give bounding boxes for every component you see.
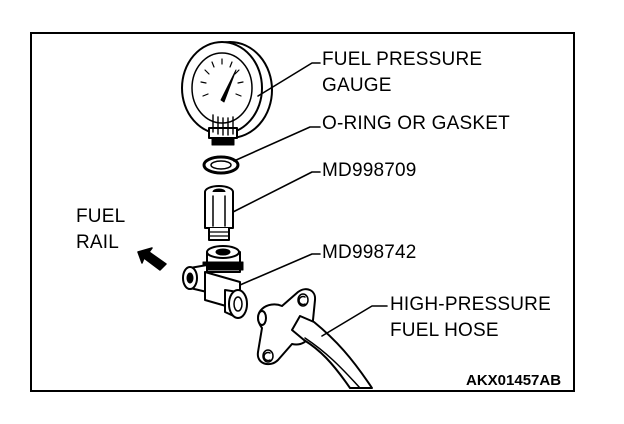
adapter-md998709-illustration — [204, 185, 234, 241]
label-o-ring-or-gasket: O-RING OR GASKET — [322, 113, 510, 134]
label-high-pressure-fuel-hose: HIGH-PRESSURE FUEL HOSE — [390, 292, 551, 344]
arrow-left-up-icon — [137, 247, 167, 271]
label-high-pressure-line1: HIGH-PRESSURE — [390, 294, 551, 315]
label-fuel-hose-line2: FUEL HOSE — [390, 320, 499, 341]
o-ring-illustration — [202, 155, 240, 175]
label-fuel-pressure-gauge-line1: FUEL PRESSURE — [322, 49, 483, 70]
label-md998742: MD998742 — [322, 242, 417, 263]
label-md998709: MD998709 — [322, 160, 417, 181]
leader-line-gauge — [257, 62, 321, 97]
figure-code: AKX01457AB — [466, 372, 562, 389]
leader-line-hose — [321, 305, 388, 337]
label-fuel-rail: FUEL RAIL — [76, 204, 125, 256]
high-pressure-fuel-hose-illustration — [291, 315, 373, 389]
label-fuel-pressure-gauge: FUEL PRESSURE GAUGE — [322, 47, 482, 99]
label-fuel-rail-line1: FUEL — [76, 206, 126, 227]
leader-line-md998709 — [232, 171, 321, 213]
label-fuel-rail-line2: RAIL — [76, 232, 120, 253]
leader-line-md998742 — [239, 253, 321, 286]
adapter-md998742-illustration — [182, 245, 248, 319]
fuel-pressure-gauge-illustration — [181, 41, 273, 146]
fuel-rail-flange-illustration — [256, 288, 317, 366]
leader-line-oring — [233, 126, 321, 162]
label-fuel-pressure-gauge-line2: GAUGE — [322, 75, 392, 96]
